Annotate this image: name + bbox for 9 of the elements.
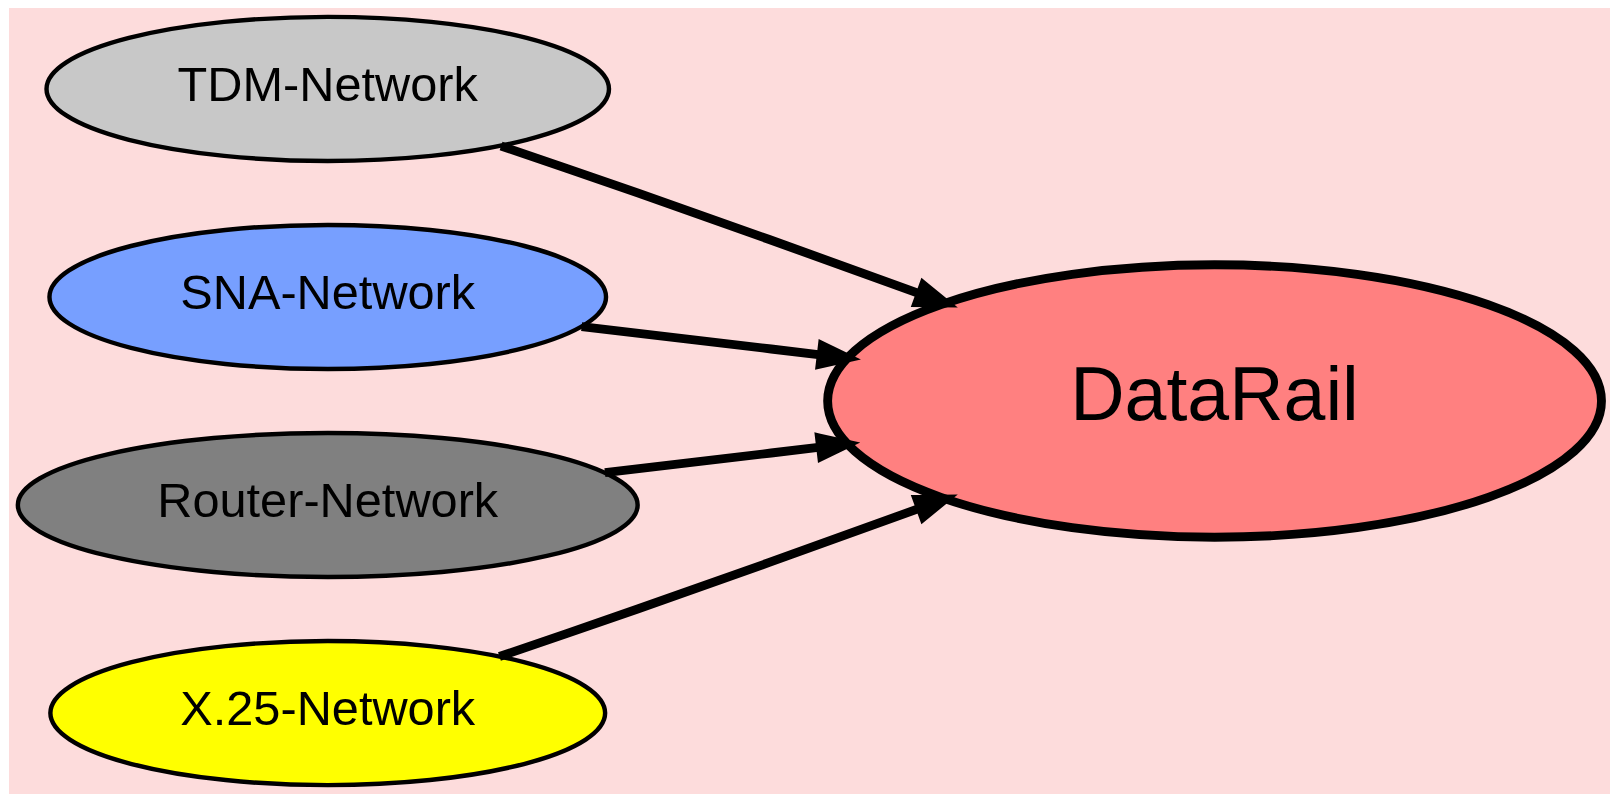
arrow [498, 494, 958, 661]
arrow [604, 432, 861, 477]
node-ellipse: DataRail [823, 260, 1606, 542]
arrow [499, 141, 958, 308]
node-ellipse: X.25-Network [48, 638, 608, 788]
node-ellipse: Router-Network [15, 430, 640, 580]
node-ellipse: SNA-Network [47, 222, 609, 372]
node-ellipse: TDM-Network [44, 14, 612, 164]
arrow [581, 322, 861, 370]
